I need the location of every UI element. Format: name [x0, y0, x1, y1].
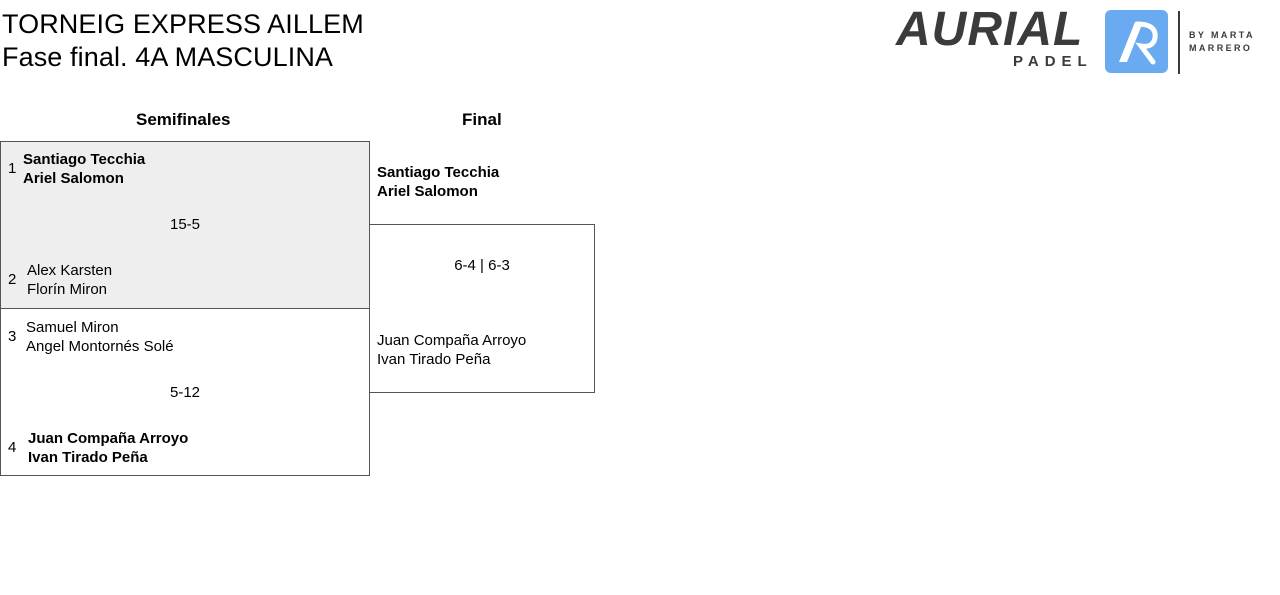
match-score: 5-12: [169, 384, 201, 401]
player-name: Ivan Tirado Peña: [28, 449, 148, 466]
logo-subtitle: PADEL: [1013, 53, 1093, 70]
semifinal-match-2: 3 Samuel Miron Angel Montornés Solé 5-12…: [0, 308, 370, 476]
team-row: 4 Juan Compaña Arroyo Ivan Tirado Peña: [1, 429, 361, 469]
round-title-final: Final: [462, 110, 502, 129]
seed-number: 4: [8, 439, 17, 456]
logo-emblem-icon: [1105, 10, 1168, 73]
player-name: Santiago Tecchia: [377, 164, 500, 181]
player-name: Ivan Tirado Peña: [377, 351, 491, 368]
team-names: Santiago Tecchia Ariel Salomon: [23, 150, 145, 188]
logo-wordmark: AURIAL: [896, 3, 1084, 56]
team-names: Alex Karsten Florín Miron: [27, 261, 112, 299]
phase-title: Fase final. 4A MASCULINA: [2, 42, 334, 72]
round-title-semifinals: Semifinales: [136, 110, 231, 129]
seed-number: 2: [8, 271, 17, 288]
player-name: Florín Miron: [27, 281, 108, 298]
tournament-title: TORNEIG EXPRESS AILLEM: [2, 9, 364, 39]
final-score: 6-4 | 6-3: [454, 257, 510, 274]
seed-number: 3: [8, 328, 17, 345]
team-names: Juan Compaña Arroyo Ivan Tirado Peña: [28, 429, 188, 467]
final-match: 6-4 | 6-3 Juan Compaña Arroyo Ivan Tirad…: [369, 224, 595, 393]
logo-separator: [1178, 11, 1180, 74]
player-name: Santiago Tecchia: [23, 151, 146, 168]
team-names: Samuel Miron Angel Montornés Solé: [26, 318, 174, 356]
semifinal-match-1: 1 Santiago Tecchia Ariel Salomon 15-5 2 …: [0, 141, 370, 309]
team-row: 2 Alex Karsten Florín Miron: [1, 261, 361, 301]
player-name: Ariel Salomon: [23, 170, 124, 187]
logo-byline: BY MARTA MARRERO: [1189, 30, 1255, 53]
player-name: Samuel Miron: [26, 319, 119, 336]
aurial-padel-logo: AURIAL PADEL BY MARTA MARRERO: [893, 3, 1273, 78]
team-row: 3 Samuel Miron Angel Montornés Solé: [1, 318, 361, 358]
final-team-top: Santiago Tecchia Ariel Salomon: [377, 163, 499, 201]
final-team-bottom: Juan Compaña Arroyo Ivan Tirado Peña: [377, 331, 526, 369]
player-name: Ariel Salomon: [377, 183, 478, 200]
player-name: Juan Compaña Arroyo: [377, 332, 527, 349]
player-name: Juan Compaña Arroyo: [28, 430, 189, 447]
seed-number: 1: [8, 160, 17, 177]
player-name: Angel Montornés Solé: [26, 338, 174, 355]
match-score: 15-5: [169, 216, 201, 233]
team-row: 1 Santiago Tecchia Ariel Salomon: [1, 150, 361, 190]
player-name: Alex Karsten: [27, 262, 113, 279]
